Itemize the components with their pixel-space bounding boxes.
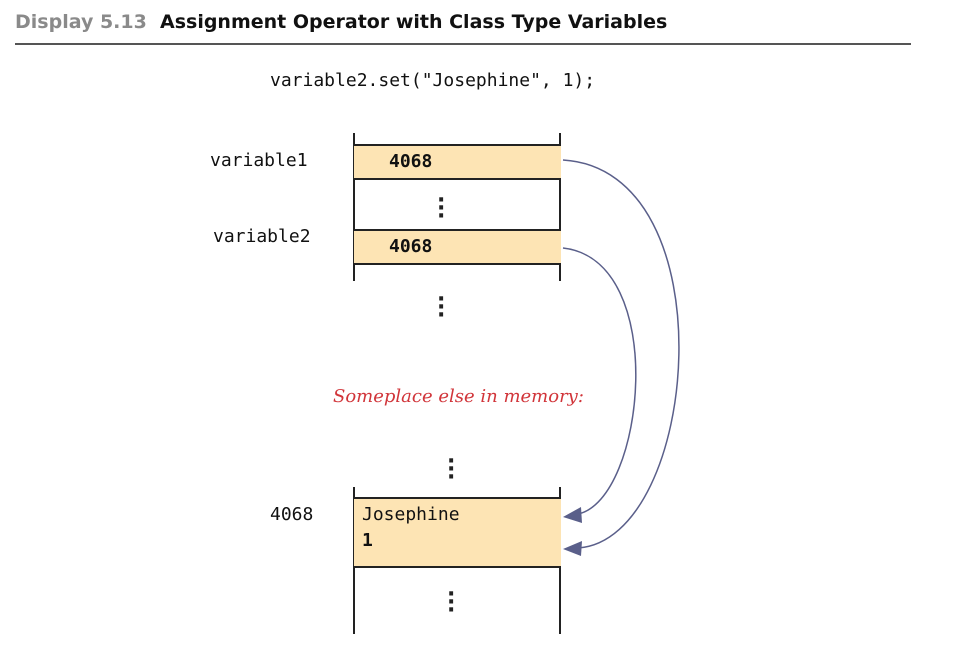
memory-right-border-upper bbox=[559, 133, 561, 281]
variable1-label: variable1 bbox=[210, 150, 308, 171]
object-address-label: 4068 bbox=[270, 504, 314, 525]
memory-note: Someplace else in memory: bbox=[333, 386, 584, 407]
memory-left-border-upper bbox=[353, 133, 355, 281]
variable1-reference-arrow bbox=[562, 159, 680, 549]
display-title: Assignment Operator with Class Type Vari… bbox=[160, 11, 668, 33]
variable2-reference-arrow bbox=[562, 247, 637, 515]
object-number-field: 1 bbox=[362, 530, 373, 551]
object-cell: Josephine 1 bbox=[354, 497, 561, 568]
variable1-value: 4068 bbox=[389, 151, 433, 172]
code-statement: variable2.set("Josephine", 1); bbox=[270, 70, 596, 91]
title-divider bbox=[15, 43, 911, 45]
object-name-field: Josephine bbox=[362, 504, 460, 525]
ellipsis-dots: ··· bbox=[447, 449, 456, 490]
variable2-arrowhead bbox=[563, 507, 582, 523]
display-number: Display 5.13 bbox=[15, 11, 147, 33]
ellipsis-dots: ··· bbox=[437, 287, 446, 328]
variable1-cell: 4068 bbox=[354, 144, 561, 180]
variable1-arrowhead bbox=[563, 541, 582, 556]
ellipsis-dots: ··· bbox=[437, 188, 446, 229]
ellipsis-dots: ··· bbox=[447, 582, 456, 623]
variable2-label: variable2 bbox=[213, 226, 311, 247]
variable2-cell: 4068 bbox=[354, 229, 561, 265]
variable2-value: 4068 bbox=[389, 236, 433, 257]
